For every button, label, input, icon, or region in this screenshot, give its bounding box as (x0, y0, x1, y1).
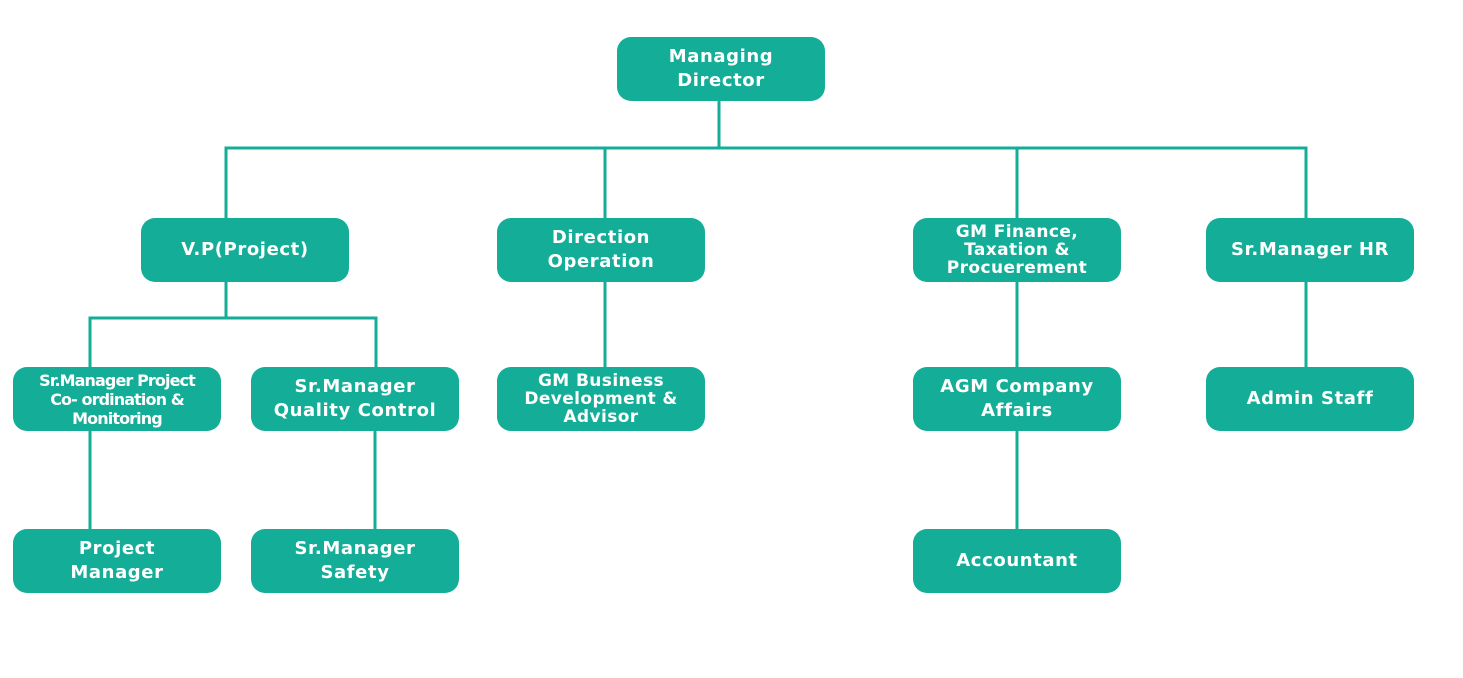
node-gm-business-development-label: GM Business Development & Advisor (524, 371, 678, 427)
node-sr-manager-quality-control-label: Sr.Manager Quality Control (273, 376, 437, 421)
node-sr-manager-hr-label: Sr.Manager HR (1230, 239, 1390, 260)
node-managing-director: Managing Director (617, 37, 825, 101)
node-gm-finance-label: GM Finance, Taxation & Procuerement (946, 222, 1088, 278)
node-sr-manager-hr: Sr.Manager HR (1206, 218, 1414, 282)
node-accountant: Accountant (913, 529, 1121, 593)
node-admin-staff: Admin Staff (1206, 367, 1414, 431)
node-sr-manager-safety-label: Sr.Manager Safety (294, 538, 416, 583)
node-sr-manager-project-coordination: Sr.Manager Project Co- ordination & Moni… (13, 367, 221, 431)
node-agm-company-affairs-label: AGM Company Affairs (940, 376, 1094, 421)
node-agm-company-affairs: AGM Company Affairs (913, 367, 1121, 431)
node-gm-business-development: GM Business Development & Advisor (497, 367, 705, 431)
node-admin-staff-label: Admin Staff (1246, 388, 1374, 409)
node-direction-operation: Direction Operation (497, 218, 705, 282)
node-sr-manager-safety: Sr.Manager Safety (251, 529, 459, 593)
node-gm-finance: GM Finance, Taxation & Procuerement (913, 218, 1121, 282)
node-project-manager: Project Manager (13, 529, 221, 593)
node-project-manager-label: Project Manager (70, 538, 164, 583)
node-sr-manager-quality-control: Sr.Manager Quality Control (251, 367, 459, 431)
node-direction-operation-label: Direction Operation (547, 227, 655, 272)
node-accountant-label: Accountant (956, 550, 1078, 571)
node-sr-manager-project-coordination-label: Sr.Manager Project Co- ordination & Moni… (39, 370, 196, 428)
node-vp-project-label: V.P(Project) (181, 239, 309, 260)
node-vp-project: V.P(Project) (141, 218, 349, 282)
node-managing-director-label: Managing Director (668, 46, 774, 91)
